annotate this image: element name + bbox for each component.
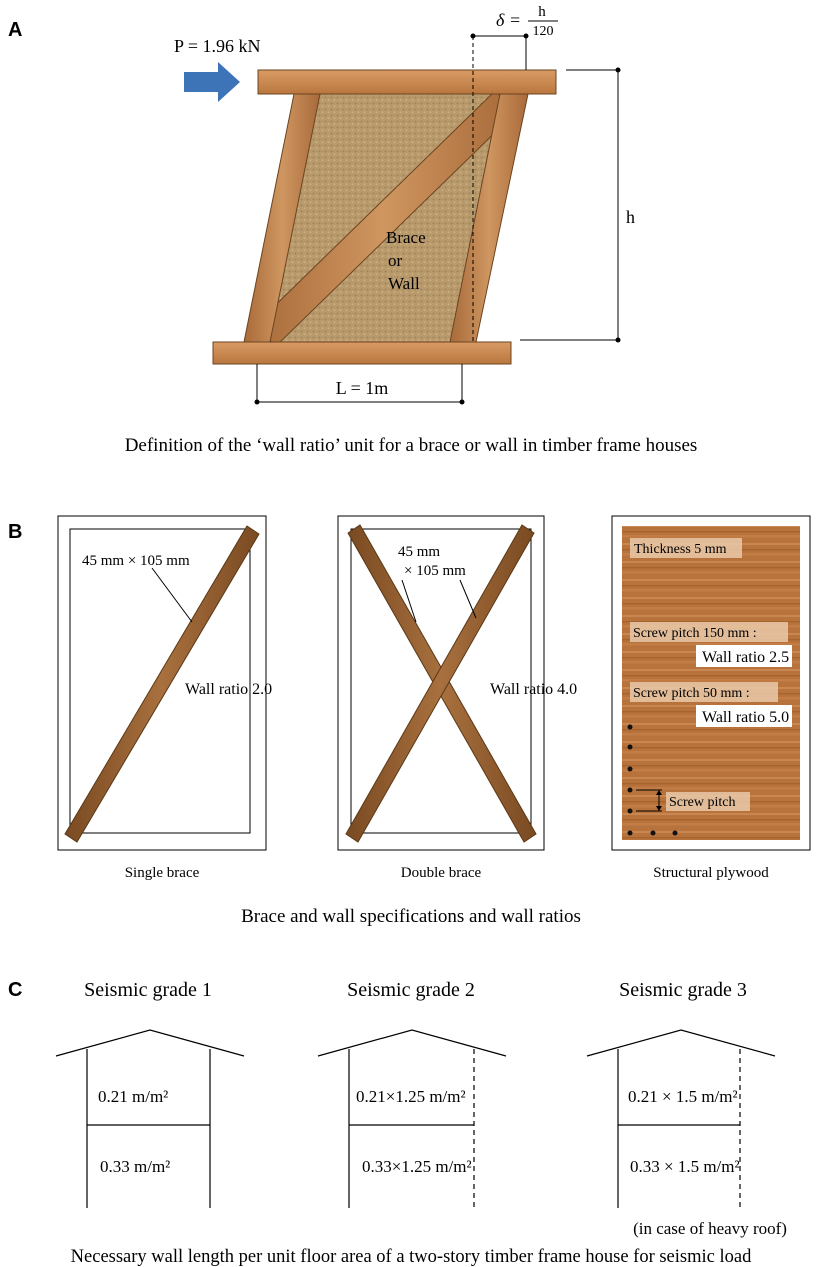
screw-dot [627, 724, 633, 730]
screw-dot [627, 830, 633, 836]
screw-pitch-bg [666, 792, 750, 811]
screw-pitch-arrowhead-up [656, 790, 662, 795]
delta-denominator: 120 [533, 24, 554, 39]
height-dot-top [615, 67, 621, 73]
force-arrow-icon [184, 62, 240, 102]
brace-label-1: Brace [386, 228, 426, 247]
grade1-roof [55, 1029, 245, 1057]
double-brace-leader-1 [401, 579, 417, 623]
plywood-ratio50-bg [696, 705, 792, 727]
grade3-upper: 0.21 × 1.5 m/m² [628, 1087, 738, 1106]
screw-dot [650, 830, 656, 836]
panel-a-caption: Definition of the ‘wall ratio’ unit for … [125, 435, 698, 456]
screw-dot [627, 787, 633, 793]
brace-label-3: Wall [388, 274, 420, 293]
plywood-thickness-bg [630, 538, 742, 558]
plywood-ratio-50: Wall ratio 5.0 [702, 709, 789, 726]
top-beam [257, 69, 557, 95]
length-label: L = 1m [336, 378, 388, 398]
grade1-upper: 0.21 m/m² [98, 1087, 168, 1106]
double-brace-label: Double brace [401, 865, 482, 881]
delta-dot-left [470, 33, 476, 39]
double-brace-ratio: Wall ratio 4.0 [490, 681, 577, 698]
length-dot-right [459, 399, 465, 405]
delta-dot-right [523, 33, 529, 39]
screw-dot [627, 744, 633, 750]
height-label: h [626, 207, 635, 227]
screw-dot [672, 830, 678, 836]
plywood-pitch50-bg [630, 682, 778, 702]
grade2-roof [317, 1029, 507, 1057]
double-brace-leader-2 [459, 579, 477, 619]
length-dot-left [254, 399, 260, 405]
double-brace-dimension-1: 45 mm [398, 544, 440, 560]
panel-c-letter: C [8, 979, 22, 1001]
bottom-sill [212, 341, 512, 365]
grade3-title: Seismic grade 3 [619, 979, 747, 1001]
plywood-label: Structural plywood [653, 865, 769, 881]
plywood-ratio25-bg [696, 645, 792, 667]
delta-numerator: h [538, 4, 546, 20]
panel-b-caption: Brace and wall specifications and wall r… [241, 906, 581, 927]
single-brace-ratio: Wall ratio 2.0 [185, 681, 272, 698]
plywood-ratio-25: Wall ratio 2.5 [702, 649, 789, 666]
panel-b-letter: B [8, 521, 22, 543]
single-brace-member [64, 525, 260, 843]
single-brace-label: Single brace [125, 865, 200, 881]
panel-c-caption: Necessary wall length per unit floor are… [71, 1247, 752, 1267]
grade3-lower: 0.33 × 1.5 m/m² [630, 1157, 740, 1176]
panel-a-letter: A [8, 19, 22, 41]
grade3-roof [586, 1029, 776, 1057]
grade1-title: Seismic grade 1 [84, 979, 212, 1001]
screw-dot [627, 766, 633, 772]
grade1-lower: 0.33 m/m² [100, 1157, 170, 1176]
plywood-pitch150-bg [630, 622, 788, 642]
screw-dot [627, 808, 633, 814]
screw-pitch-arrowhead-down [656, 806, 662, 811]
screw-pitch-label: Screw pitch [669, 795, 735, 810]
plywood-pitch-150: Screw pitch 150 mm : [633, 626, 757, 641]
grade3-note: (in case of heavy roof) [633, 1219, 787, 1238]
single-brace-leader [151, 567, 193, 623]
delta-symbol: δ = [496, 10, 521, 30]
force-label: P = 1.96 kN [174, 36, 261, 56]
grade2-lower: 0.33×1.25 m/m² [362, 1157, 472, 1176]
grade2-upper: 0.21×1.25 m/m² [356, 1087, 466, 1106]
brace-label-2: or [388, 251, 403, 270]
single-brace-dimension: 45 mm × 105 mm [82, 553, 190, 569]
plywood-pitch-50: Screw pitch 50 mm : [633, 686, 750, 701]
double-brace-dimension-2: × 105 mm [404, 563, 466, 579]
plywood-thickness: Thickness 5 mm [634, 542, 727, 557]
height-dot-bottom [615, 337, 621, 343]
double-brace-member-2 [345, 524, 535, 843]
grade2-title: Seismic grade 2 [347, 979, 475, 1001]
